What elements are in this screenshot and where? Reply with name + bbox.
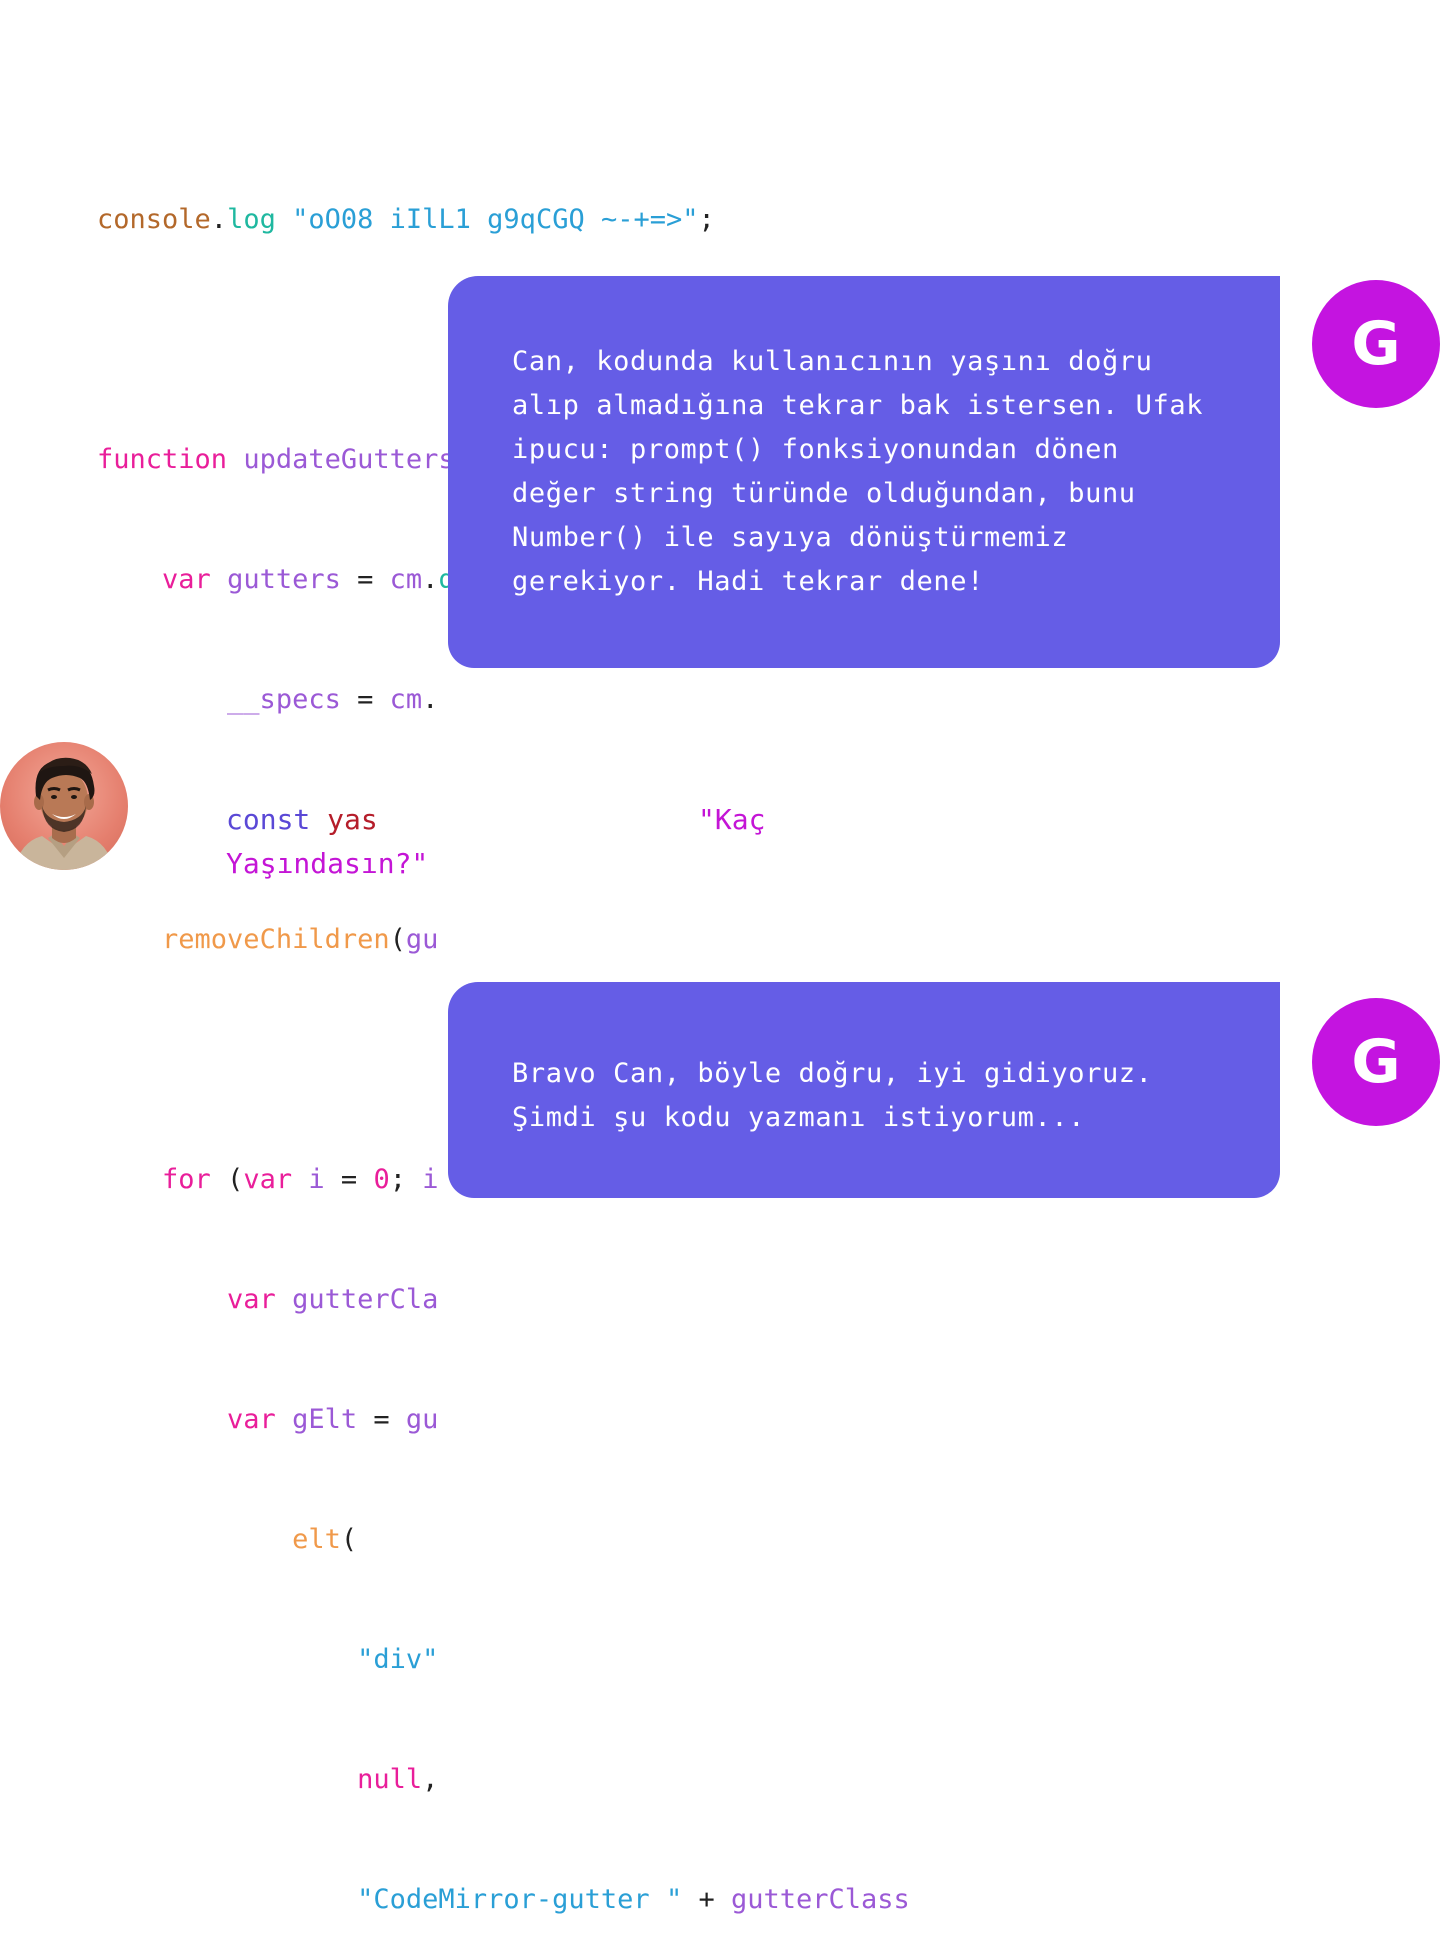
user-code-string-end: Yaşındasın?" xyxy=(226,847,429,880)
code-token xyxy=(97,924,162,955)
code-token: gu xyxy=(405,1404,439,1435)
code-token xyxy=(276,204,292,235)
code-token xyxy=(276,1284,292,1315)
code-line-13: "div" xyxy=(97,1640,910,1680)
code-token xyxy=(97,1404,227,1435)
code-token xyxy=(97,684,227,715)
code-token: __specs xyxy=(227,684,341,715)
code-token: ( xyxy=(340,1524,358,1555)
code-token: gutterCla xyxy=(292,1284,439,1315)
code-token: , xyxy=(422,1764,439,1795)
code-token: ; xyxy=(389,1164,423,1195)
message-line: Number() ile sayıya dönüştürmemiz xyxy=(512,522,1069,553)
assistant-avatar-icon: G xyxy=(1312,280,1440,408)
code-token: var xyxy=(162,564,211,595)
code-token xyxy=(211,564,227,595)
code-token: gutters xyxy=(227,564,341,595)
code-line-14: null, xyxy=(97,1760,910,1800)
code-token xyxy=(97,1164,162,1195)
code-token: console xyxy=(97,204,211,235)
code-token: i xyxy=(422,1164,439,1195)
code-token xyxy=(276,1404,292,1435)
code-token: "div" xyxy=(357,1644,439,1675)
code-token: "CodeMirror-gutter " xyxy=(357,1884,683,1915)
code-token: = xyxy=(324,1164,374,1195)
message-line: gerekiyor. Hadi tekrar dene! xyxy=(512,566,984,597)
code-token xyxy=(97,1524,292,1555)
code-line-10: var gutterCla xyxy=(97,1280,910,1320)
assistant-message-bubble: Can, kodunda kullanıcının yaşını doğru a… xyxy=(448,276,1280,668)
code-token: ; xyxy=(698,204,715,235)
message-line: Can, kodunda kullanıcının yaşını doğru xyxy=(512,346,1153,377)
code-token: gElt xyxy=(292,1404,358,1435)
code-token xyxy=(97,564,162,595)
avatar-letter: G xyxy=(1351,309,1401,379)
code-token xyxy=(211,1164,227,1195)
code-token: . xyxy=(422,564,439,595)
assistant-avatar-icon: G xyxy=(1312,998,1440,1126)
message-line: değer string türünde olduğundan, bunu xyxy=(512,478,1136,509)
user-code-keyword: const xyxy=(226,803,311,836)
message-line: ipucu: prompt() fonksiyonundan dönen xyxy=(512,434,1119,465)
code-token: gu xyxy=(405,924,439,955)
code-token: removeChildren xyxy=(162,924,390,955)
code-token xyxy=(97,1284,227,1315)
code-token: = xyxy=(357,1404,406,1435)
code-line-5: __specs = cm. xyxy=(97,680,910,720)
code-token xyxy=(97,1644,357,1675)
code-token: elt xyxy=(292,1524,341,1555)
code-line-15: "CodeMirror-gutter " + gutterClass xyxy=(97,1880,910,1920)
user-code-variable: yas xyxy=(327,803,378,836)
assistant-message-bubble: Bravo Can, böyle doğru, iyi gidiyoruz. Ş… xyxy=(448,982,1280,1198)
code-token: cm xyxy=(389,564,423,595)
code-token xyxy=(227,444,243,475)
code-token: function xyxy=(97,444,228,475)
code-line-1: console.log "oO08 iIlL1 g9qCGQ ~-+=>"; xyxy=(97,200,910,240)
code-token: . xyxy=(210,204,228,235)
code-token xyxy=(97,1884,357,1915)
code-token: = xyxy=(340,684,390,715)
code-token: cm xyxy=(389,684,423,715)
code-token: = xyxy=(340,564,390,595)
code-token: var xyxy=(227,1404,276,1435)
code-token: + xyxy=(682,1884,731,1915)
message-line: Şimdi şu kodu yazmanı istiyorum... xyxy=(512,1102,1086,1133)
code-token: i xyxy=(308,1164,325,1195)
message-line: Bravo Can, böyle doğru, iyi gidiyoruz. xyxy=(512,1058,1153,1089)
code-line-7: removeChildren(gu xyxy=(97,920,910,960)
user-message: const yas "Kaç Yaşındasın?" xyxy=(226,798,826,886)
code-token: gutterClass xyxy=(730,1884,910,1915)
code-token: ( xyxy=(227,1164,244,1195)
code-token: 0 xyxy=(373,1164,390,1195)
code-line-11: var gElt = gu xyxy=(97,1400,910,1440)
user-avatar xyxy=(0,742,128,870)
avatar-letter: G xyxy=(1351,1027,1401,1097)
code-token xyxy=(292,1164,308,1195)
code-token: var xyxy=(227,1284,276,1315)
code-line-12: elt( xyxy=(97,1520,910,1560)
code-token: null xyxy=(357,1764,423,1795)
code-token: "oO08 iIlL1 g9qCGQ ~-+=>" xyxy=(292,204,699,235)
code-token: ( xyxy=(389,924,406,955)
user-code-string-start: "Kaç xyxy=(698,803,766,836)
code-token: . xyxy=(422,684,439,715)
code-token: for xyxy=(162,1164,211,1195)
code-token: var xyxy=(243,1164,293,1195)
message-line: alıp almadığına tekrar bak istersen. Ufa… xyxy=(512,390,1204,421)
person-photo-icon xyxy=(14,757,114,870)
code-token xyxy=(97,1764,357,1795)
code-token: log xyxy=(227,204,276,235)
code-token: updateGutters xyxy=(243,444,455,475)
code-line-9: for (var i = 0; i xyxy=(97,1160,910,1200)
